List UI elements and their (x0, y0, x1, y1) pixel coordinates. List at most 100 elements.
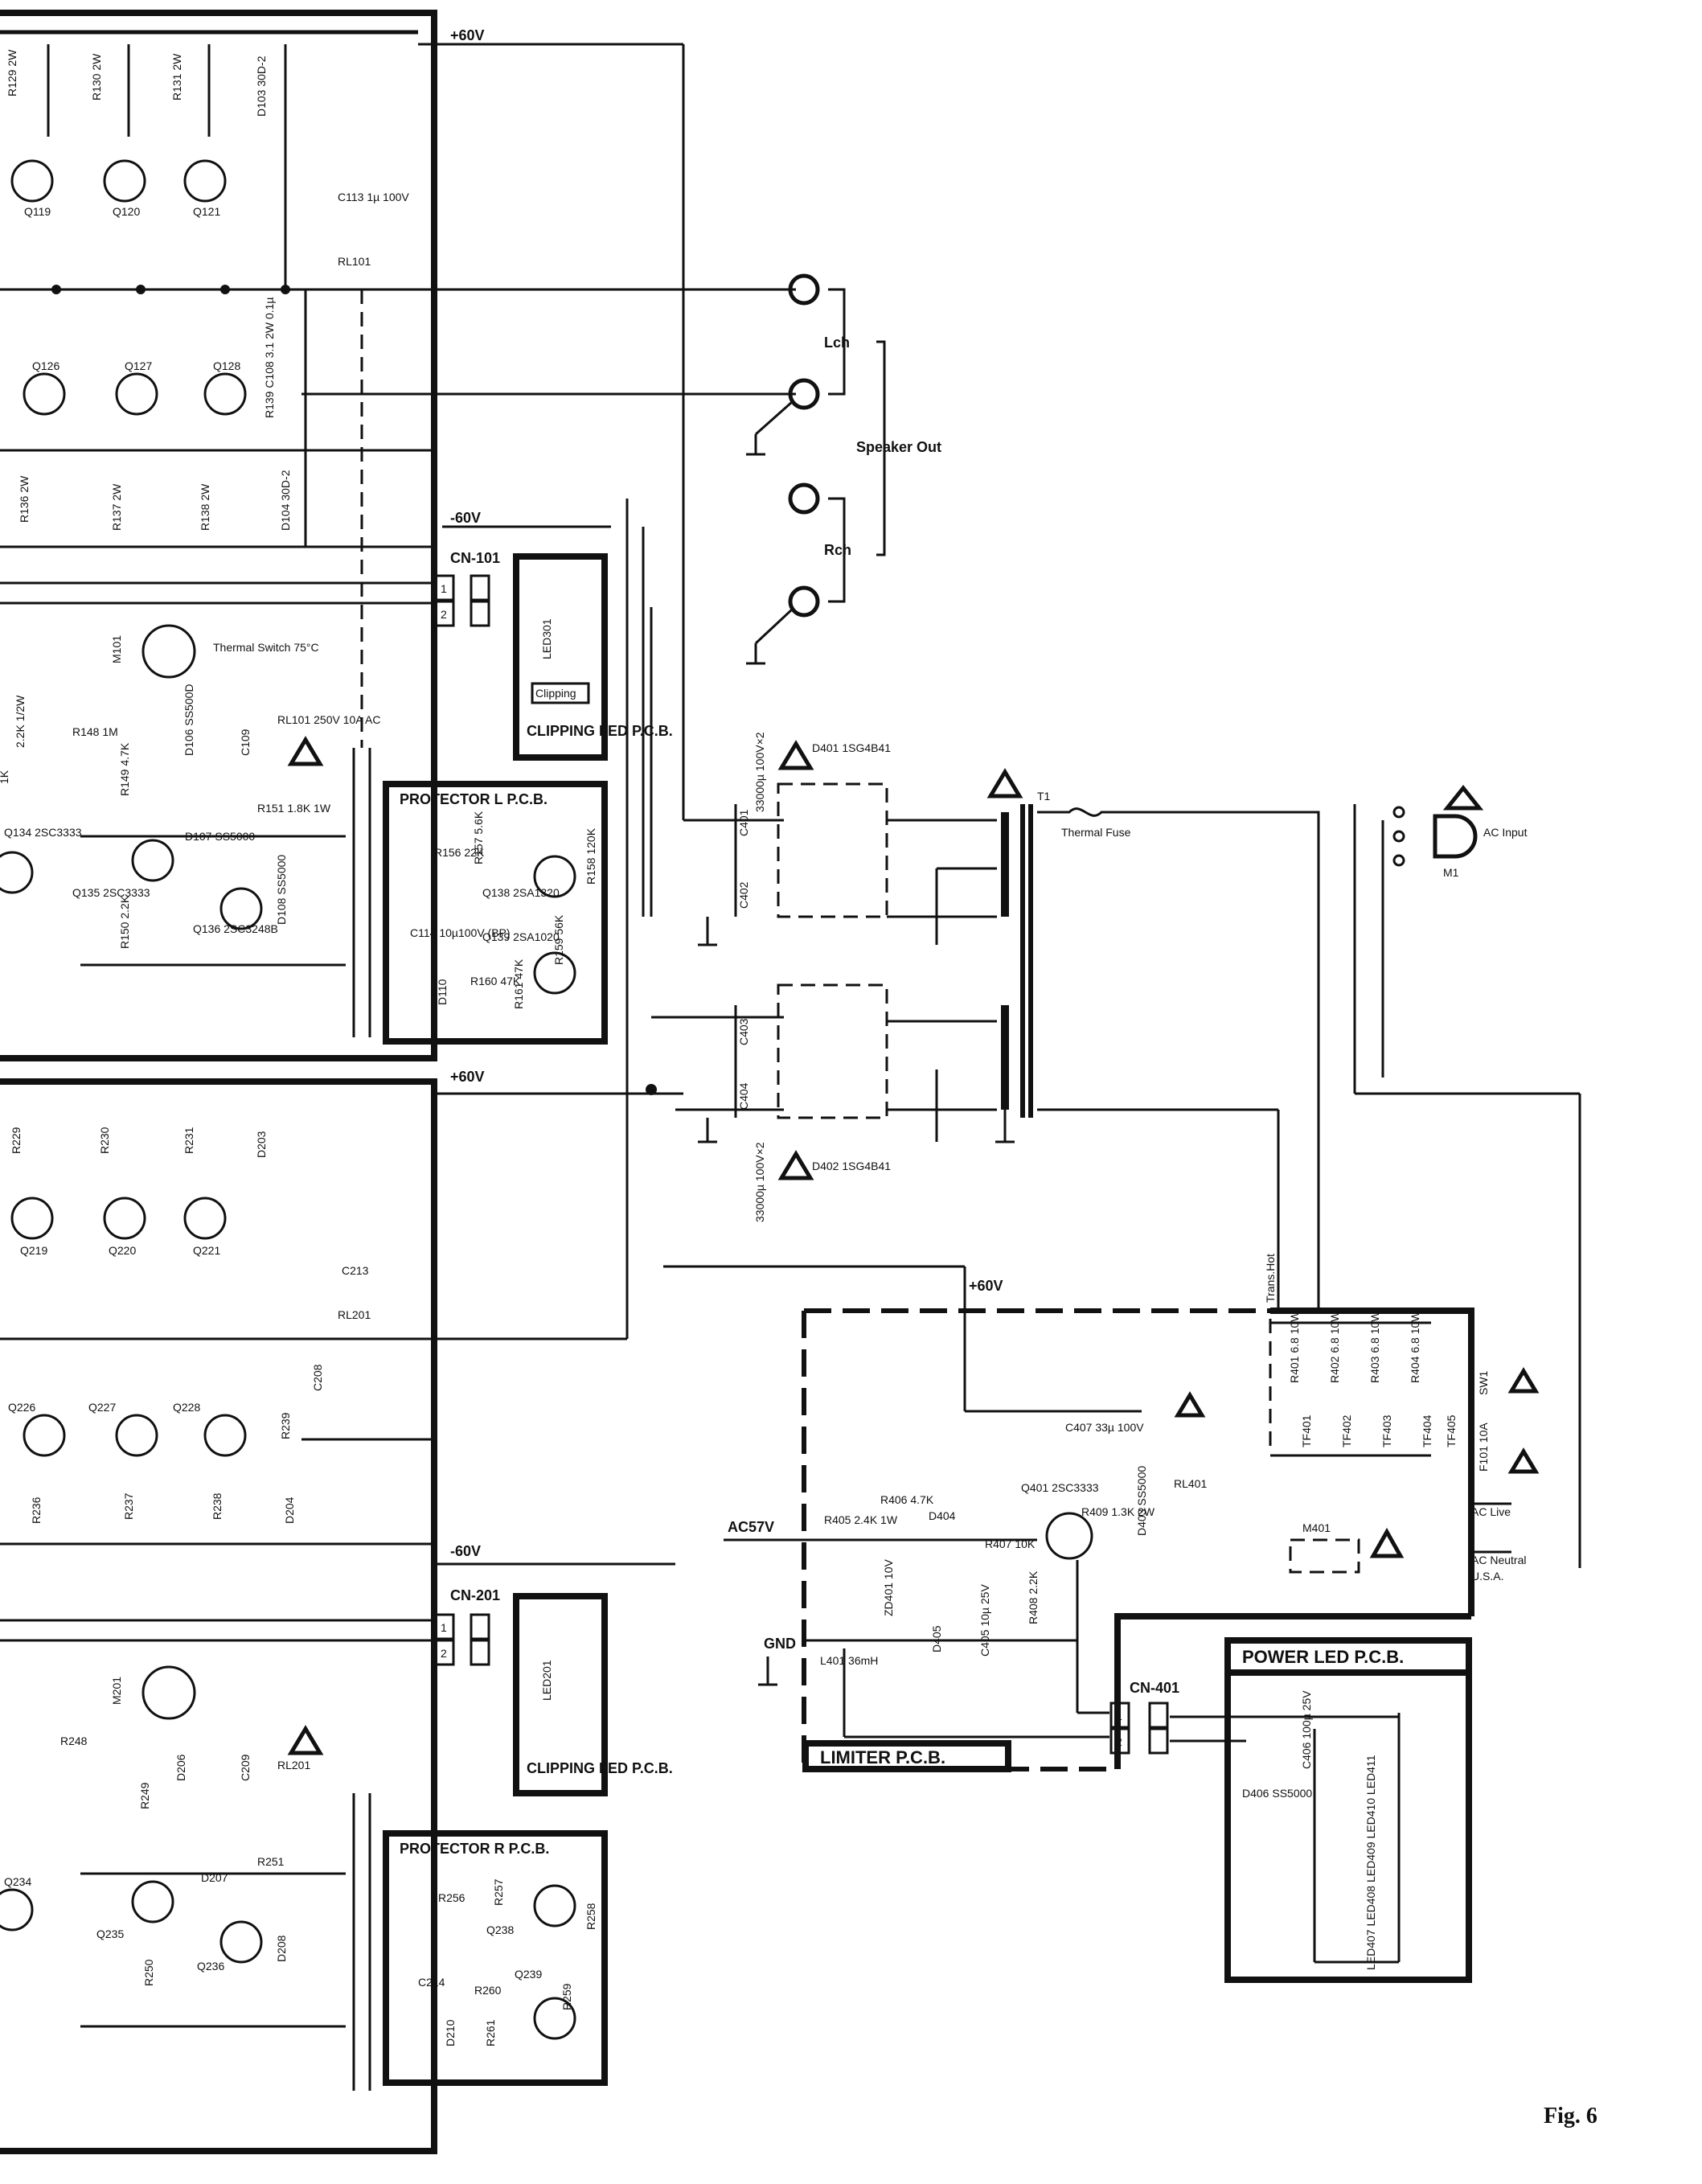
protector-l-pcb: PROTECTOR L P.C.B. R156 22K R157 5.6K Q1… (383, 781, 608, 1045)
right-r229: R229 (10, 1127, 23, 1154)
right-r238: R238 (211, 1492, 224, 1520)
speaker-terminal-lch-hot (788, 273, 820, 306)
right-r239: R239 (279, 1412, 292, 1439)
protector-l-r156: R156 22K (434, 846, 485, 859)
left-r-1k: 1K (0, 770, 10, 784)
ps-transformer-t1: T1 (1001, 790, 1051, 1118)
protector-r-d210: D210 (444, 2019, 457, 2046)
right-cn201-label: CN-201 (450, 1587, 500, 1603)
clipping-r-title: CLIPPING LED P.C.B. (527, 1760, 673, 1776)
clipping-r-led: LED201 (540, 1660, 553, 1701)
right-q221: Q221 (193, 1244, 220, 1257)
right-q227: Q227 (88, 1401, 116, 1414)
protector-l-r160: R160 47K (470, 975, 521, 987)
power-led-c406: C406 100µ 25V (1300, 1690, 1313, 1769)
speaker-terminal-rch-gnd (788, 585, 820, 618)
heater-tf402: TF402 (1340, 1414, 1353, 1447)
left-r151: R151 1.8K 1W (257, 802, 331, 815)
ps-c-top-value: 33000µ 100V×2 (753, 732, 766, 812)
right-rl201: RL201 (338, 1308, 371, 1321)
protector-l-q138: Q138 2SA1320 (482, 886, 560, 899)
protector-l-q138-symbol (533, 855, 576, 898)
power-led-pcb: POWER LED P.C.B. C406 100µ 25V D406 SS50… (1170, 1637, 1472, 1983)
protector-l-d110: D110 (436, 979, 449, 1005)
right-cn201: CN-201 1 2 (434, 1587, 500, 1666)
warning-icon (777, 1150, 814, 1180)
heater-tf404: TF404 (1421, 1414, 1433, 1447)
right-rl201-coil: RL201 (277, 1759, 310, 1771)
left-q127: Q127 (125, 359, 152, 372)
right-channel-board: +60V R229 R230 R231 D203 Q219 Q220 Q221 … (0, 1069, 683, 2154)
right-r249: R249 (138, 1782, 151, 1809)
right-q235-symbol (131, 1880, 174, 1923)
svg-text:2: 2 (441, 1647, 447, 1660)
ps-ac-input: AC Input M1 (1353, 784, 1581, 1568)
limiter-c405: C405 10µ 25V (978, 1584, 991, 1656)
left-q121: Q121 (193, 205, 220, 218)
protector-l-c114: C114 10µ100V (BP) (410, 926, 511, 939)
ps-t1: T1 (1037, 790, 1051, 803)
heater-r402: R402 6.8 10W (1328, 1311, 1341, 1383)
right-d203: D203 (255, 1131, 268, 1158)
svg-text:1: 1 (441, 1621, 447, 1634)
protector-r-r261: R261 (484, 2019, 497, 2046)
right-q221-symbol (183, 1197, 227, 1240)
right-c208: C208 (311, 1364, 324, 1391)
clipping-led-r-pcb: LED201 CLIPPING LED P.C.B. (513, 1593, 673, 1796)
left-r130: R130 2W (90, 53, 103, 101)
left-cn101: CN-101 1 2 (434, 550, 500, 627)
left-cn101-label: CN-101 (450, 550, 500, 566)
protector-l-q139: Q139 2SA1020 (482, 930, 560, 943)
speaker-out-block: Lch Rch Speaker Out (746, 273, 941, 665)
limiter-d405: D405 (930, 1625, 943, 1652)
speaker-rch-label: Rch (824, 542, 851, 558)
right-r251: R251 (257, 1855, 285, 1868)
left-q126-symbol (23, 372, 66, 416)
right-q235: Q235 (96, 1927, 124, 1940)
heater-trans-hot: Trans.Hot (1264, 1254, 1277, 1303)
left-transistors-mid: Q126 Q127 Q128 (23, 359, 247, 416)
left-q121-symbol (183, 159, 227, 203)
limiter-ac57v: AC57V (728, 1519, 774, 1535)
clipping-l-title: CLIPPING LED P.C.B. (527, 723, 673, 739)
left-q120-symbol (103, 159, 146, 203)
right-q226: Q226 (8, 1401, 35, 1414)
ps-d401: D401 1SG4B41 (812, 741, 891, 754)
protector-r-q238-symbol (533, 1884, 576, 1927)
left-r149: R149 4.7K (118, 742, 131, 796)
warning-icon (1174, 1391, 1206, 1418)
heater-tf401: TF401 (1300, 1414, 1313, 1447)
limiter-zd401: ZD401 10V (882, 1559, 895, 1616)
left-r-2k2: 2.2K 1/2W (14, 695, 27, 748)
left-q119-symbol (10, 159, 54, 203)
power-led-title: POWER LED P.C.B. (1242, 1647, 1404, 1667)
right-r237: R237 (122, 1492, 135, 1520)
left-q134-symbol (0, 851, 34, 894)
limiter-r408: R408 2.2K (1027, 1570, 1040, 1624)
left-q119: Q119 (24, 205, 51, 218)
right-d204: D204 (283, 1496, 296, 1524)
left-r138: R138 2W (199, 483, 211, 531)
heater-tf405: TF405 (1445, 1414, 1458, 1447)
svg-text:2: 2 (441, 608, 447, 621)
figure-label: Fig. 6 (1544, 2104, 1597, 2129)
left-rl101: RL101 (338, 255, 371, 268)
speaker-terminal-lch-gnd (788, 378, 820, 410)
ps-c-bot-value: 33000µ 100V×2 (753, 1142, 766, 1222)
left-top-resistors: R129 2W R130 2W R131 2W D103 30D-2 (6, 44, 287, 289)
protector-r-c214: C214 (418, 1976, 445, 1989)
ps-c401: C401 (737, 809, 750, 836)
right-r236: R236 (30, 1496, 43, 1524)
limiter-rl401: RL401 (1174, 1477, 1207, 1490)
warning-icon (777, 740, 814, 770)
warning-icon (1369, 1527, 1405, 1558)
left-d108: D108 SS5000 (275, 855, 288, 925)
limiter-gnd: GND (764, 1636, 796, 1652)
left-q135-symbol (131, 839, 174, 882)
left-bottom-resistors: R136 2W R137 2W R138 2W D104 30D-2 (18, 470, 292, 531)
right-r231: R231 (183, 1127, 195, 1154)
protector-l-r157: R157 5.6K (472, 811, 485, 864)
left-q120: Q120 (113, 205, 140, 218)
limiter-plus60-label: +60V (969, 1278, 1003, 1294)
protector-r-q239-symbol (533, 1997, 576, 2040)
